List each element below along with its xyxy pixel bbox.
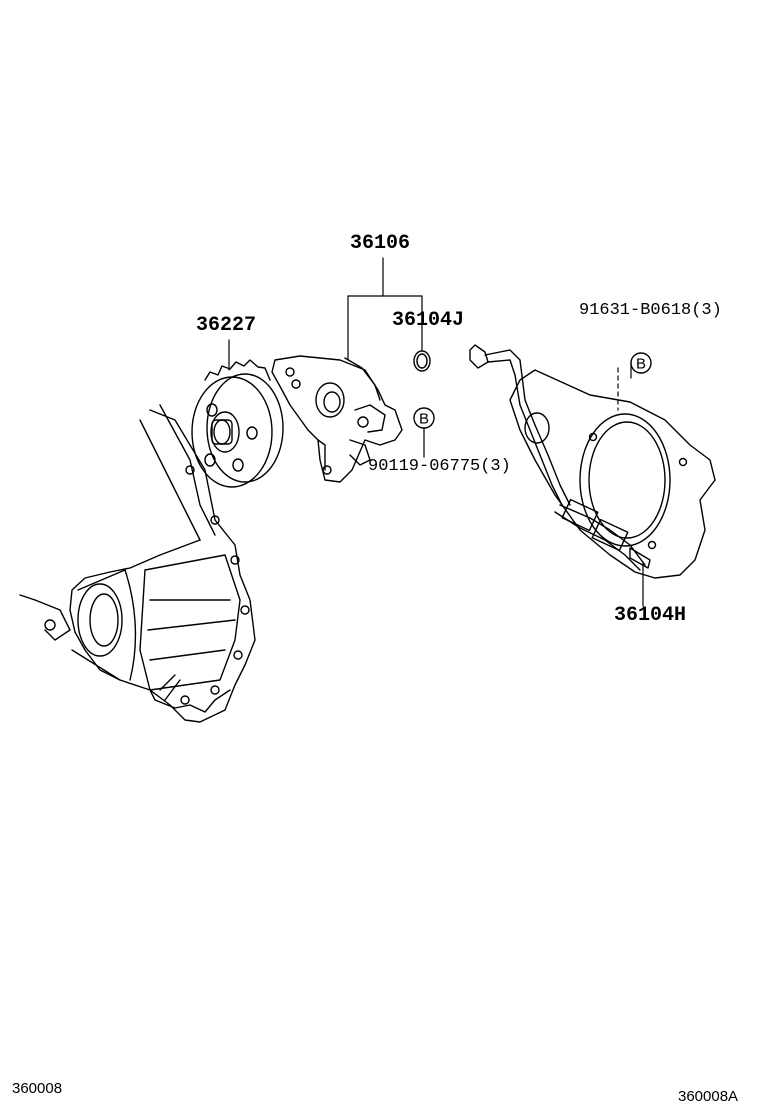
label-90119-06775: 90119-06775(3)	[368, 457, 511, 476]
label-36106: 36106	[350, 232, 411, 255]
bolt-marker-lower: B	[413, 407, 435, 429]
driven-gear	[191, 359, 284, 488]
bolt-marker-lower-letter: B	[419, 411, 429, 428]
label-36227: 36227	[196, 314, 257, 337]
leader-lines	[228, 257, 644, 607]
diagram-code-left: 360008	[12, 1080, 63, 1097]
bolt-marker-upper: B	[630, 352, 652, 374]
label-91631-b0618: 91631-B0618(3)	[579, 301, 722, 320]
diagram-code-right: 360008A	[678, 1088, 739, 1105]
cover-plate	[469, 344, 716, 579]
oil-pump-assembly	[271, 355, 403, 483]
transfer-case-housing	[19, 404, 256, 723]
label-36104j: 36104J	[392, 309, 465, 332]
bolt-marker-upper-letter: B	[636, 356, 646, 373]
label-36104h: 36104H	[614, 604, 687, 627]
o-ring	[413, 350, 431, 372]
